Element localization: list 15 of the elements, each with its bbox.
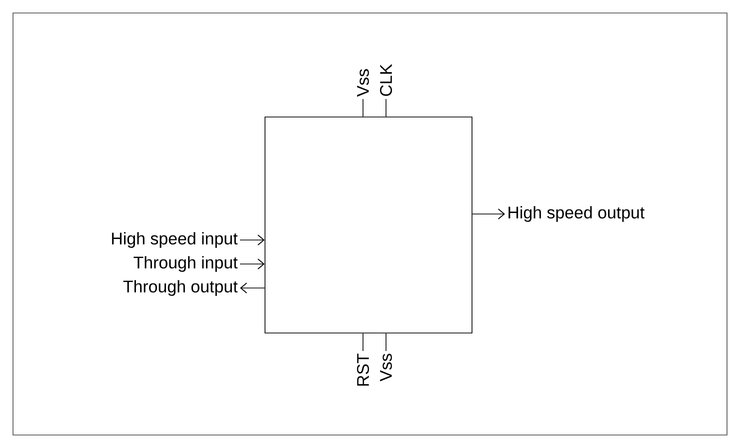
- pin-label: Through output: [123, 280, 238, 296]
- arrow: [472, 208, 505, 220]
- pin-label: RST: [357, 354, 369, 386]
- pin-label: CLK: [380, 64, 392, 96]
- pin-label: High speed output: [508, 206, 644, 222]
- pin-line: [362, 333, 364, 352]
- block-box: [264, 116, 472, 334]
- pin-label: Vss: [357, 69, 369, 97]
- pin-label: High speed input: [112, 232, 238, 248]
- pin-line: [362, 98, 364, 117]
- arrow: [240, 234, 265, 246]
- arrow: [240, 282, 265, 294]
- pin-label: Through input: [134, 256, 238, 272]
- arrow: [240, 258, 265, 270]
- pin-label: Vss: [380, 354, 392, 382]
